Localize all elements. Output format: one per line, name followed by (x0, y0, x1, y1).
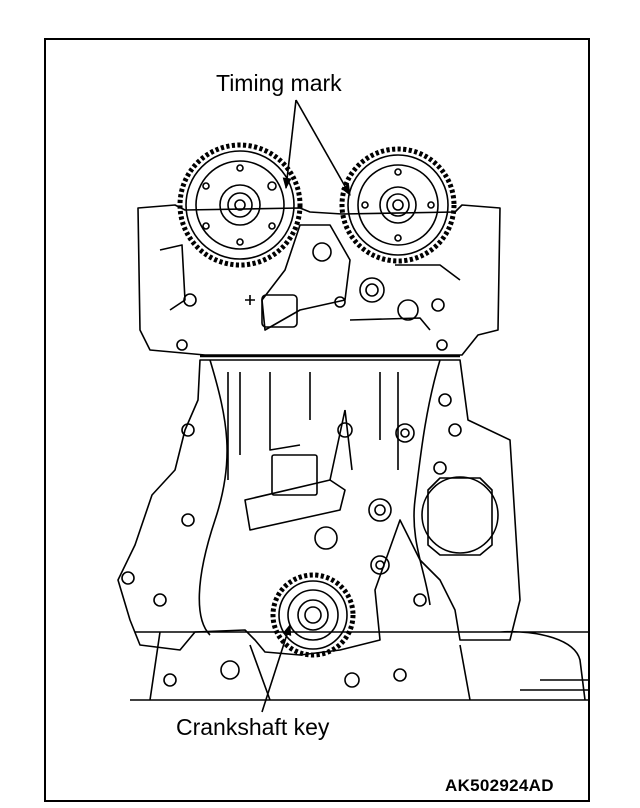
timing-mark-arrow-exhaust (282, 99, 297, 190)
case-bolt-holes (121, 393, 462, 688)
timing-mark-label: Timing mark (216, 70, 342, 96)
cylinder-block-outline (117, 359, 521, 656)
block-detail (227, 372, 399, 480)
chain-case-right (413, 359, 441, 606)
crankshaft-key-label: Crankshaft key (176, 714, 330, 740)
timing-mark-arrow-intake (295, 99, 351, 196)
oil-pump-bolt (370, 555, 390, 575)
crankshaft-key-arrow (261, 623, 292, 713)
oil-pan-outline (130, 630, 590, 701)
chain-case-left (198, 359, 228, 636)
head-plug (397, 299, 419, 321)
head-pocket (261, 294, 298, 328)
idler-bolt (368, 498, 392, 522)
intake-camshaft-sprocket (339, 146, 457, 264)
figure-code: AK502924AD (445, 776, 554, 795)
chain-tensioner-bolt (337, 422, 353, 438)
exhaust-camshaft-sprocket (177, 142, 303, 268)
head-detail (159, 224, 351, 331)
cylinder-head-outline (137, 204, 501, 356)
water-pump-opening (421, 476, 499, 554)
chain-guide-bolt (395, 423, 415, 443)
head-plug (359, 277, 385, 303)
crankshaft-sprocket (270, 572, 356, 658)
figure-frame (44, 38, 590, 802)
block-pocket (271, 454, 318, 496)
